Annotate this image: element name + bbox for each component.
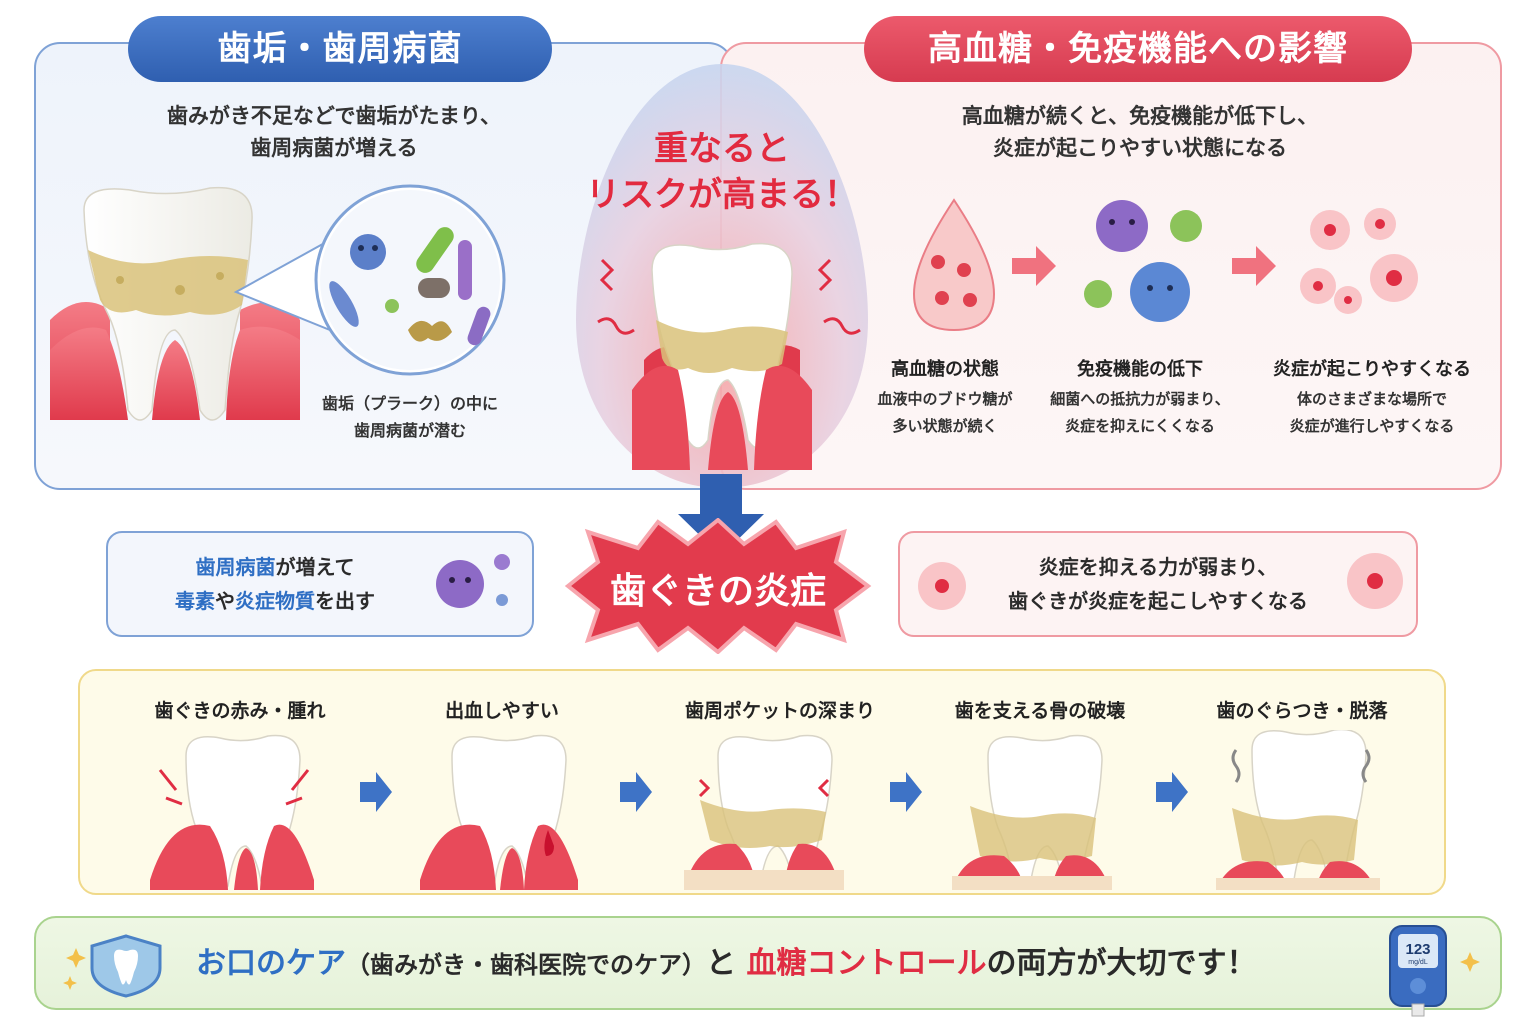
step-desc-high-sugar-line1: 血液中のブドウ糖が bbox=[877, 390, 1013, 408]
inflammatory-substance-term: 炎症物質 bbox=[235, 589, 315, 613]
magnifier-caption-line1: 歯垢（プラーク）の中に bbox=[321, 394, 498, 413]
step-label-inflammation: 炎症が起こりやすくなる bbox=[1273, 359, 1471, 380]
step-desc-immune-down: 細菌への抵抗力が弱まり、 炎症を抑えにくくなる bbox=[1030, 386, 1250, 440]
gum-inflammation-label: 歯ぐきの炎症 bbox=[609, 571, 826, 612]
inflammation-icon bbox=[918, 562, 966, 610]
overlap-risk-egg bbox=[576, 64, 868, 488]
inflammation-weak-box bbox=[898, 531, 1418, 637]
magnifier-caption: 歯垢（プラーク）の中に 歯周病菌が潜む bbox=[290, 390, 530, 444]
stage-label-redness: 歯ぐきの赤み・腫れ bbox=[154, 700, 326, 722]
stage-label-pocket: 歯周ポケットの深まり bbox=[684, 700, 875, 722]
stage-label-bleeding: 出血しやすい bbox=[445, 700, 559, 722]
inflammation-weak-text: 炎症を抑える力が弱まり、 歯ぐきが炎症を起こしやすくなる bbox=[978, 550, 1338, 618]
stage-tooth-redness bbox=[150, 734, 314, 890]
bacteria-toxin-line2: 毒素や炎症物質を出す bbox=[130, 584, 420, 618]
plaque-bacteria-title: 歯垢・歯周病菌 bbox=[128, 16, 552, 82]
arrow-right-icon bbox=[1232, 246, 1276, 286]
footer-oral-care-detail: （歯みがき・歯科医院でのケア） bbox=[346, 951, 706, 979]
blood-sugar-description: 高血糖が続くと、免疫機能が低下し、 炎症が起こりやすい状態になる bbox=[880, 100, 1400, 164]
step-label-immune-down: 免疫機能の低下 bbox=[1077, 359, 1203, 380]
footer-conclusion: の両方が大切です！ bbox=[986, 946, 1257, 981]
arrow-right-icon bbox=[360, 772, 392, 812]
footer-oral-care: お口のケア bbox=[196, 946, 346, 981]
shield-tooth-icon bbox=[63, 934, 162, 998]
glucose-meter-icon: 123 mg/dL bbox=[1389, 925, 1480, 1017]
plaque-description-line2: 歯周病菌が増える bbox=[250, 136, 418, 160]
stage-tooth-bleeding bbox=[420, 734, 578, 890]
meter-unit: mg/dL bbox=[1408, 959, 1428, 966]
plaque-description: 歯みがき不足などで歯垢がたまり、 歯周病菌が増える bbox=[104, 100, 564, 164]
stage-tooth-loss bbox=[1216, 730, 1380, 890]
bacteria-toxin-line1: 歯周病菌が増えて bbox=[130, 550, 420, 584]
step-desc-high-sugar: 血液中のブドウ糖が 多い状態が続く bbox=[860, 386, 1030, 440]
arrow-right-icon bbox=[620, 772, 652, 812]
arrow-right-icon bbox=[1012, 246, 1056, 286]
toxin-term: 毒素 bbox=[175, 589, 215, 613]
plaque-tooth-illustration bbox=[50, 184, 506, 421]
step-desc-inflammation: 体のさまざまな場所で 炎症が進行しやすくなる bbox=[1262, 386, 1482, 440]
arrow-down-icon bbox=[678, 474, 764, 556]
risk-message-line1: 重なると bbox=[654, 129, 790, 169]
meter-value: 123 bbox=[1405, 941, 1430, 958]
toxin-text-rest: を出す bbox=[315, 589, 375, 613]
arrow-right-icon bbox=[1156, 772, 1188, 812]
blood-sugar-description-line2: 炎症が起こりやすい状態になる bbox=[993, 136, 1287, 160]
bacteria-term: 歯周病菌 bbox=[195, 555, 276, 579]
gum-inflammation-burst bbox=[564, 518, 872, 654]
footer-connector: と bbox=[706, 946, 736, 981]
immune-steps-illustration bbox=[912, 198, 1418, 332]
germ-icon bbox=[436, 554, 510, 608]
magnifier-caption-line2: 歯周病菌が潜む bbox=[353, 421, 466, 440]
inflammation-weak-line2: 歯ぐきが炎症を起こしやすくなる bbox=[1008, 589, 1308, 613]
toxin-connector: や bbox=[215, 589, 235, 613]
footer-message-panel bbox=[34, 916, 1502, 1010]
progression-teeth-illustration bbox=[150, 730, 1380, 890]
plaque-description-line1: 歯みがき不足などで歯垢がたまり、 bbox=[166, 104, 502, 128]
footer-blood-sugar-control: 血糖コントロール bbox=[746, 946, 987, 981]
bacteria-text-rest: が増えて bbox=[275, 555, 355, 579]
high-blood-sugar-title: 高血糖・免疫機能への影響 bbox=[864, 16, 1412, 82]
footer-message: お口のケア（歯みがき・歯科医院でのケア）と 血糖コントロールの両方が大切です！ bbox=[196, 942, 1376, 987]
step-desc-immune-down-line1: 細菌への抵抗力が弱まり、 bbox=[1050, 390, 1230, 408]
step-label-high-sugar: 高血糖の状態 bbox=[891, 359, 999, 380]
step-desc-immune-down-line2: 炎症を抑えにくくなる bbox=[1065, 417, 1215, 435]
stage-tooth-bone bbox=[952, 734, 1112, 890]
bacteria-icon bbox=[329, 227, 491, 346]
inflammation-icon bbox=[1300, 208, 1418, 314]
germ-icon bbox=[1084, 200, 1202, 322]
risk-message: 重なると リスクが高まる！ bbox=[584, 126, 860, 218]
step-desc-inflammation-line1: 体のさまざまな場所で bbox=[1296, 390, 1447, 408]
inflammation-icon bbox=[1347, 553, 1403, 609]
inflammation-weak-line1: 炎症を抑える力が弱まり、 bbox=[1038, 555, 1278, 579]
stage-tooth-pocket bbox=[684, 734, 844, 890]
step-desc-high-sugar-line2: 多い状態が続く bbox=[892, 417, 998, 435]
arrow-right-icon bbox=[890, 772, 922, 812]
stage-label-bone: 歯を支える骨の破壊 bbox=[954, 700, 1126, 722]
stage-label-loss: 歯のぐらつき・脱落 bbox=[1216, 700, 1388, 722]
blood-drop-icon bbox=[912, 198, 996, 332]
blood-sugar-description-line1: 高血糖が続くと、免疫機能が低下し、 bbox=[961, 104, 1319, 128]
step-desc-inflammation-line2: 炎症が進行しやすくなる bbox=[1289, 417, 1455, 435]
bacteria-toxin-text: 歯周病菌が増えて 毒素や炎症物質を出す bbox=[130, 550, 420, 618]
risk-message-line2: リスクが高まる！ bbox=[586, 175, 858, 215]
